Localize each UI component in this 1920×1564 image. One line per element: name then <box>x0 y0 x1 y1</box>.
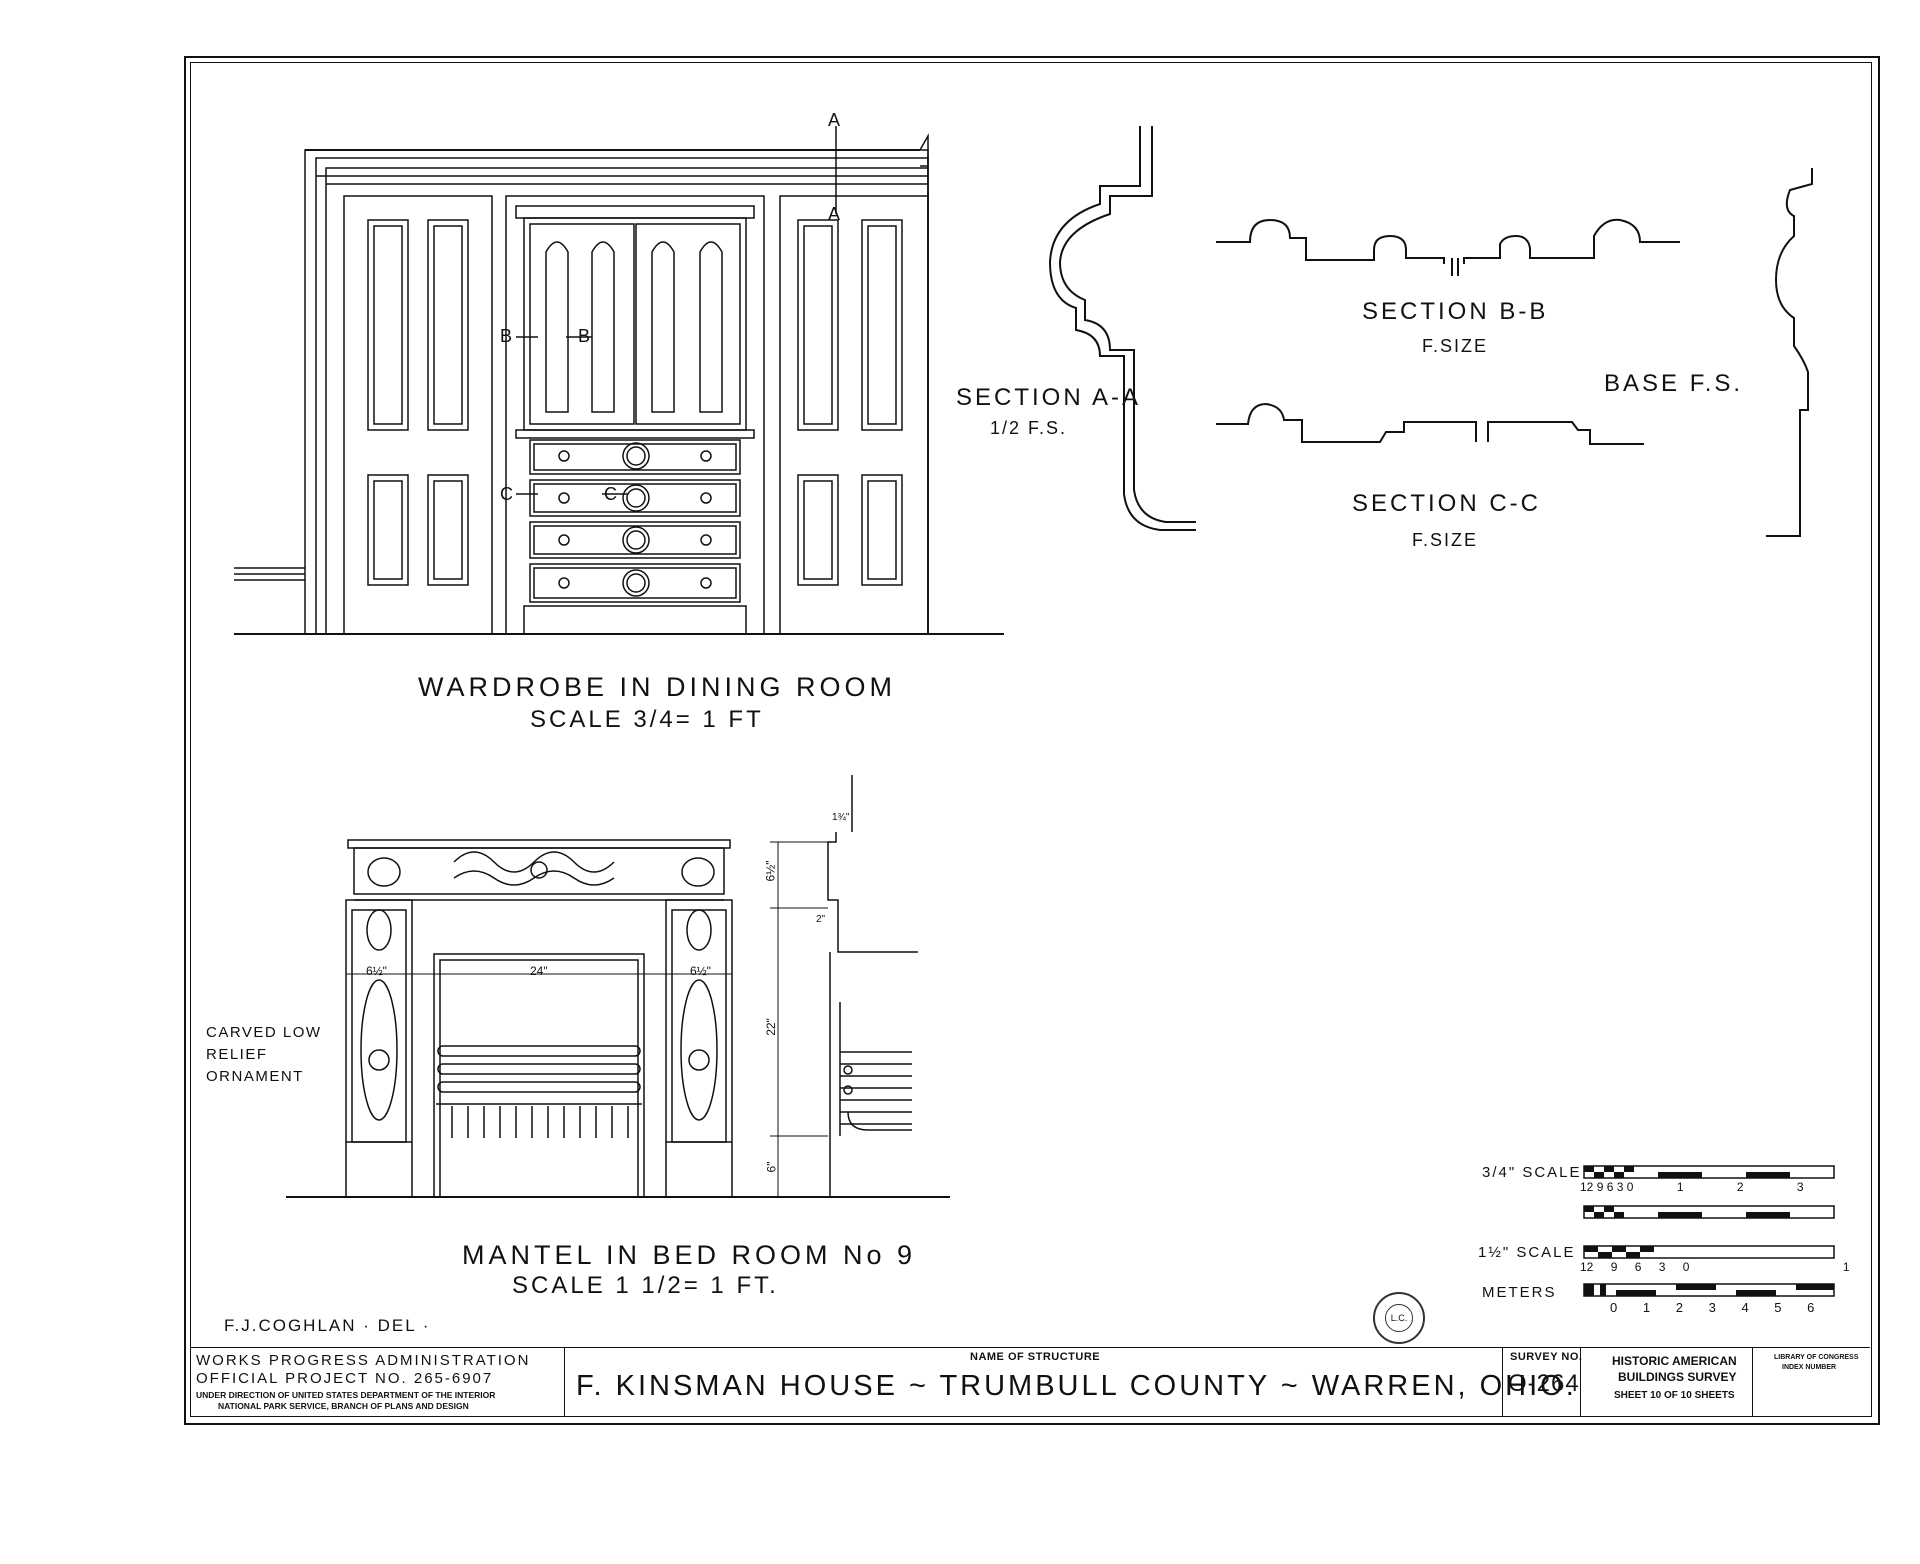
dim-base: 6" <box>764 1161 779 1173</box>
survey-number: O-264 <box>1508 1370 1580 1397</box>
section-aa-title: SECTION A-A <box>956 384 1142 411</box>
dim-shelf: 1¾" <box>832 812 850 823</box>
tick: 1 <box>1642 1300 1651 1315</box>
agency-line1: WORKS PROGRESS ADMINISTRATION <box>196 1352 531 1369</box>
tick: 1 <box>1842 1260 1850 1274</box>
agency-cell: WORKS PROGRESS ADMINISTRATION OFFICIAL P… <box>190 1348 565 1416</box>
tick: 3 <box>1616 1180 1624 1194</box>
delineator: F.J.COGHLAN · DEL · <box>224 1316 431 1335</box>
agency-line3: UNDER DIRECTION OF UNITED STATES DEPARTM… <box>196 1390 496 1400</box>
dim-left-pilaster: 6½" <box>366 964 387 978</box>
wardrobe-elevation <box>234 126 1004 635</box>
tick: 2 <box>1736 1180 1744 1194</box>
tick: 0 <box>1610 1300 1618 1315</box>
base-title: BASE F.S. <box>1604 370 1744 397</box>
loc-line2: INDEX NUMBER <box>1782 1364 1837 1371</box>
sheet-border <box>184 56 1880 1425</box>
dim-ledge: 2" <box>816 914 826 925</box>
structure-cell: NAME OF STRUCTURE F. KINSMAN HOUSE ~ TRU… <box>564 1348 1574 1416</box>
tick: 3 <box>1658 1260 1666 1274</box>
structure-name: F. KINSMAN HOUSE ~ TRUMBULL COUNTY ~ WAR… <box>576 1370 1577 1402</box>
habs-line1: HISTORIC AMERICAN <box>1612 1354 1737 1368</box>
habs-cell: HISTORIC AMERICAN BUILDINGS SURVEY SHEET… <box>1580 1348 1753 1416</box>
tick: 1 <box>1676 1180 1684 1194</box>
tick: 12 <box>1580 1180 1594 1194</box>
loc-line1: LIBRARY OF CONGRESS <box>1774 1354 1859 1361</box>
structure-label: NAME OF STRUCTURE <box>970 1351 1101 1363</box>
section-mark-b-left: B <box>500 326 515 346</box>
drawing-frame <box>190 62 1872 1417</box>
mantel-scale: SCALE 1 1/2= 1 FT. <box>512 1272 779 1299</box>
tick: 2 <box>1675 1300 1683 1315</box>
survey-label: SURVEY NO. <box>1510 1351 1583 1363</box>
tick: 12 <box>1580 1260 1594 1274</box>
tick: 6 <box>1807 1300 1815 1315</box>
agency-line2: OFFICIAL PROJECT NO. 265-6907 <box>196 1370 494 1387</box>
wardrobe-title: WARDROBE IN DINING ROOM <box>418 672 897 702</box>
dim-opening: 24" <box>530 964 548 978</box>
section-bb-scale: F.SIZE <box>1422 336 1489 356</box>
title-block: WORKS PROGRESS ADMINISTRATION OFFICIAL P… <box>190 1347 1870 1416</box>
agency-line4: NATIONAL PARK SERVICE, BRANCH OF PLANS A… <box>218 1401 469 1411</box>
tick: 4 <box>1741 1300 1749 1315</box>
section-cc-scale: F.SIZE <box>1412 530 1479 550</box>
mantel-elevation <box>286 775 950 1198</box>
dim-right-pilaster: 6½" <box>690 964 711 978</box>
scale-three-quarter-ticks: 12 9 6 3 0 1 2 3 <box>1580 1180 1804 1194</box>
section-bb-title: SECTION B-B <box>1362 298 1549 325</box>
section-aa-scale: 1/2 F.S. <box>990 418 1068 438</box>
base-profile <box>1766 168 1813 537</box>
scale-one-half-ticks: 12 9 6 3 0 1 <box>1580 1260 1850 1274</box>
tick: 5 <box>1774 1300 1782 1315</box>
habs-line2: BUILDINGS SURVEY <box>1618 1370 1737 1384</box>
scale-one-half-label: 1½" SCALE <box>1478 1244 1576 1261</box>
tick: 3 <box>1796 1180 1804 1194</box>
mantel-title: MANTEL IN BED ROOM No 9 <box>462 1240 917 1270</box>
section-cc-profile <box>1216 402 1644 445</box>
tick: 6 <box>1634 1260 1642 1274</box>
dim-frieze: 6½" <box>763 860 778 882</box>
section-mark-b-right: B <box>578 326 593 346</box>
wardrobe-scale: SCALE 3/4= 1 FT <box>530 706 764 733</box>
stamp-text: L.C. <box>1385 1304 1413 1332</box>
tick: 9 <box>1596 1180 1604 1194</box>
scale-meters-label: METERS <box>1482 1284 1557 1301</box>
tick: 0 <box>1626 1180 1634 1194</box>
dim-height: 22" <box>763 1018 778 1036</box>
tick: 9 <box>1610 1260 1618 1274</box>
survey-cell: SURVEY NO. O-264 <box>1502 1348 1583 1416</box>
scale-meters-ticks: 0 1 2 3 4 5 6 <box>1610 1300 1814 1315</box>
tick: 0 <box>1682 1260 1690 1274</box>
sheet-number: SHEET 10 OF 10 SHEETS <box>1614 1390 1735 1401</box>
section-bb-profile <box>1216 218 1680 276</box>
tick: 3 <box>1708 1300 1716 1315</box>
library-stamp: L.C. <box>1373 1292 1425 1344</box>
mantel-note: CARVED LOW RELIEF ORNAMENT <box>206 1024 322 1085</box>
tick: 6 <box>1606 1180 1614 1194</box>
section-mark-a-bottom: A <box>828 204 843 224</box>
section-aa-profile <box>1048 126 1196 531</box>
section-mark-c-left: C <box>500 484 515 504</box>
loc-cell: LIBRARY OF CONGRESS INDEX NUMBER <box>1752 1348 1870 1416</box>
section-mark-a-top: A <box>828 110 843 130</box>
scale-three-quarter-label: 3/4" SCALE <box>1482 1164 1582 1181</box>
section-cc-title: SECTION C-C <box>1352 490 1541 517</box>
section-mark-c-right: C <box>604 484 619 504</box>
graphic-scales <box>1583 1165 1835 1297</box>
